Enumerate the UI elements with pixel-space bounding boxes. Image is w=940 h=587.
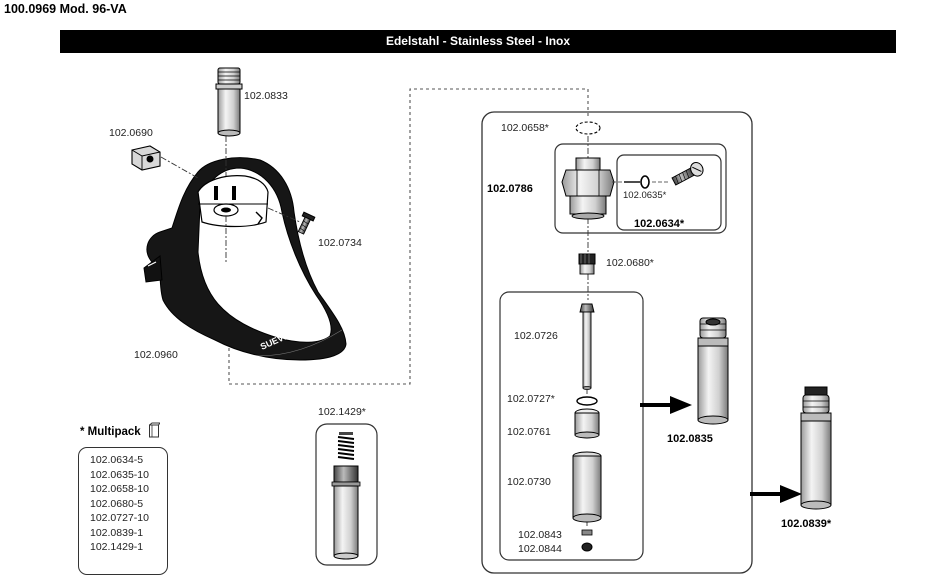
oring-part-0727 xyxy=(576,396,598,406)
label-part-0726: 102.0726 xyxy=(514,330,558,342)
multipack-item: 102.1429-1 xyxy=(90,541,144,553)
multipack-item: 102.0658-10 xyxy=(90,483,149,495)
screw-part-0635 xyxy=(671,162,704,186)
multipack-list-box: 102.0634-5 102.0635-10 102.0658-10 102.0680… xyxy=(78,447,168,575)
label-part-0658: 102.0658* xyxy=(501,122,549,134)
ball-part-0844 xyxy=(581,542,593,552)
spring-group-box xyxy=(315,423,378,566)
clip-part-0690 xyxy=(131,145,161,171)
label-part-1429: 102.1429* xyxy=(318,406,366,418)
spring-insert-part-1429 xyxy=(331,432,361,560)
label-part-0844: 102.0844 xyxy=(518,543,562,555)
nozzle-part-0680 xyxy=(578,253,596,275)
label-part-0835: 102.0835 xyxy=(667,433,713,445)
label-part-0680: 102.0680* xyxy=(606,257,654,269)
multipack-title: * Multipack xyxy=(80,422,161,438)
assembled-valve-part-0839 xyxy=(800,386,832,510)
sleeve-part-0761 xyxy=(574,408,600,439)
label-part-0635: 102.0635* xyxy=(623,190,667,201)
multipack-item: 102.0839-1 xyxy=(90,526,144,539)
cylinder-part-0730 xyxy=(572,451,602,523)
multipack-item: 102.0634-5 xyxy=(90,454,144,466)
screw-part-0734 xyxy=(297,211,316,235)
label-part-0727: 102.0727* xyxy=(507,393,555,405)
label-part-0960: 102.0960 xyxy=(134,349,178,361)
multipack-list: 102.0634-5 102.0635-10 102.0658-10 102.0680… xyxy=(90,453,149,555)
multipack-item: 102.0635-10 xyxy=(90,468,149,481)
multipack-item: 102.0680-5 xyxy=(90,497,144,510)
valve-body-part-0786 xyxy=(561,157,624,220)
label-part-0634: 102.0634* xyxy=(634,218,685,230)
label-part-0786: 102.0786 xyxy=(487,183,533,195)
pin-part-0726 xyxy=(579,303,595,390)
package-icon xyxy=(148,422,161,438)
valve-internals-subbox xyxy=(499,291,644,561)
assembled-valve-part-0835 xyxy=(697,317,729,425)
valve-body-subbox xyxy=(554,143,727,234)
label-part-0734: 102.0734 xyxy=(318,237,362,249)
multipack-item: 102.0727-10 xyxy=(90,512,149,524)
ring-part-0843 xyxy=(581,529,593,536)
label-part-0730: 102.0730 xyxy=(507,476,551,488)
oring-part-0658 xyxy=(575,121,601,135)
plug-part-0634 xyxy=(624,175,668,189)
arrow-to-0835 xyxy=(640,396,692,414)
valve-group-box xyxy=(481,111,753,574)
document-title: 100.0969 Mod. 96-VA xyxy=(4,2,127,16)
arrow-to-0839 xyxy=(750,485,802,503)
label-part-0839: 102.0839* xyxy=(781,518,832,530)
multipack-title-text: * Multipack xyxy=(80,426,141,438)
label-part-0761: 102.0761 xyxy=(507,426,551,438)
drinking-bowl-part: SUEVIA xyxy=(143,157,347,361)
plug-subbox xyxy=(616,154,722,231)
valve-part-0833 xyxy=(215,67,243,137)
label-part-0833: 102.0833 xyxy=(244,90,288,102)
material-banner: Edelstahl - Stainless Steel - Inox xyxy=(60,30,896,53)
label-part-0690: 102.0690 xyxy=(109,127,153,139)
label-part-0843: 102.0843 xyxy=(518,529,562,541)
